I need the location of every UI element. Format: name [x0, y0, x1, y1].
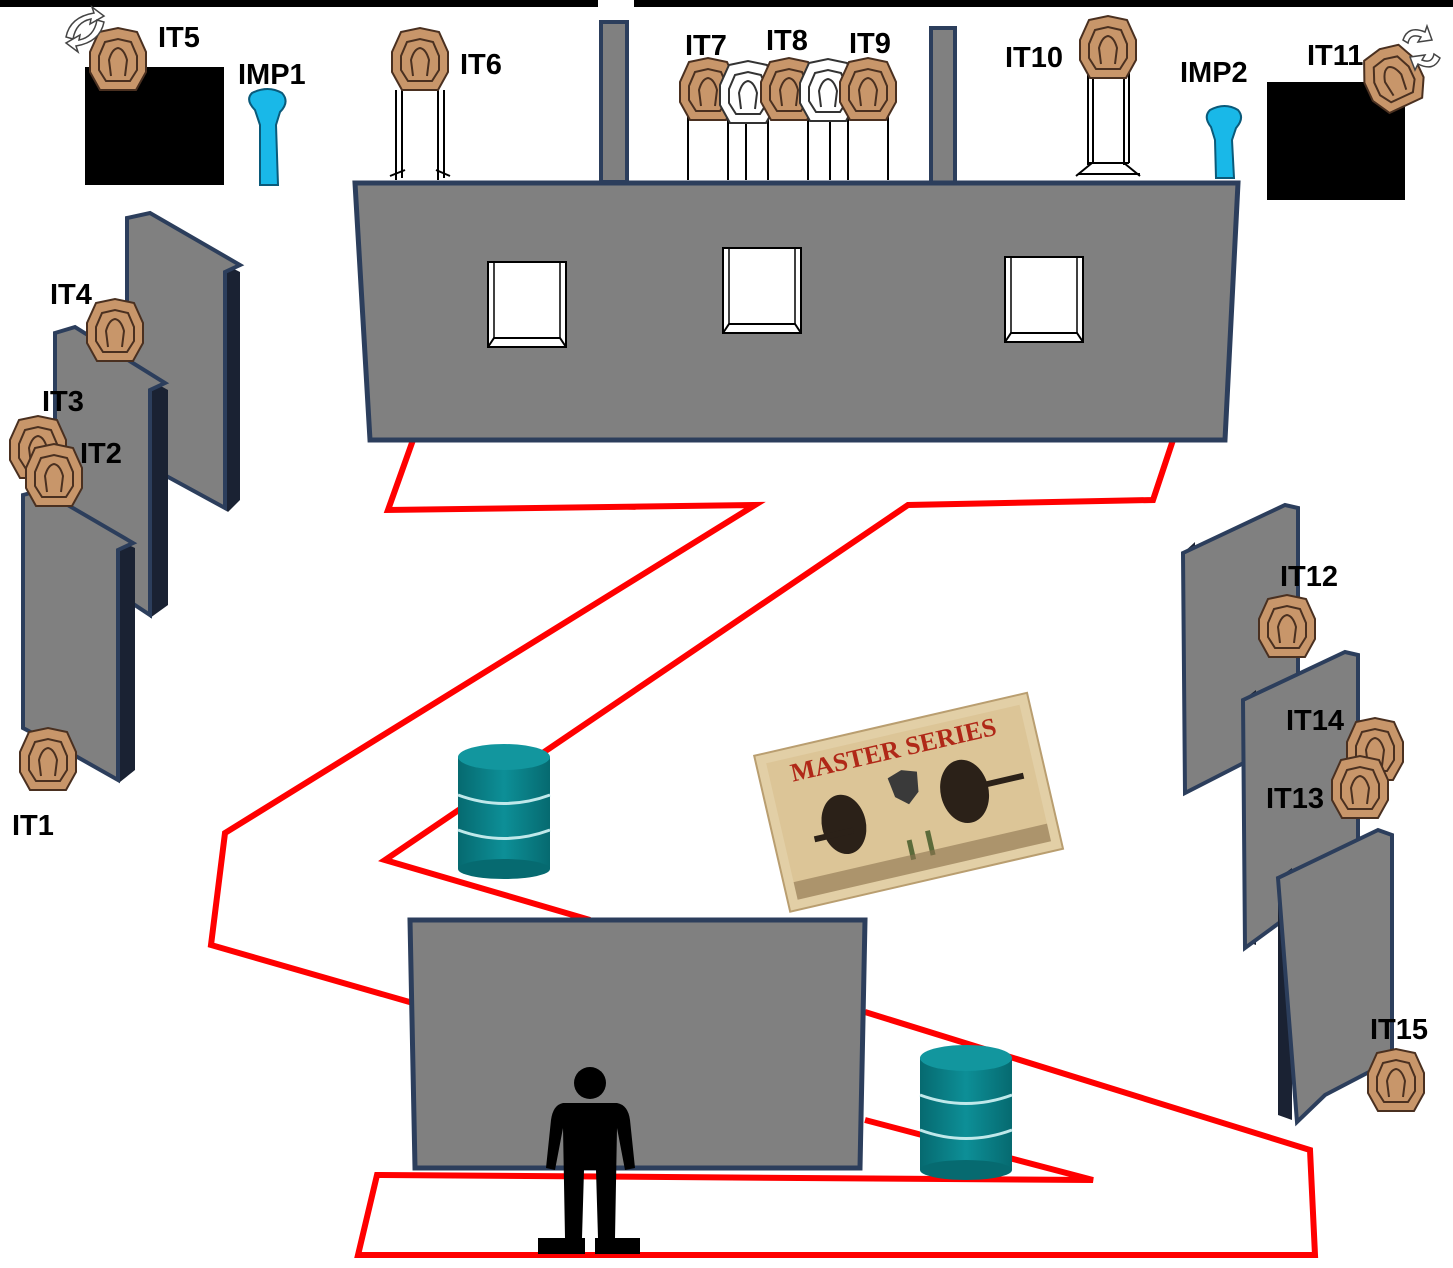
popper-icon — [1205, 105, 1242, 179]
post-left — [599, 20, 629, 184]
barrel-icon — [919, 1045, 1013, 1180]
rotate-arrows-icon — [64, 4, 106, 55]
popper-icon — [248, 88, 287, 186]
wall-window-2 — [722, 247, 802, 334]
post-right — [929, 26, 957, 185]
shooter-path — [207, 438, 766, 1006]
target-label-it8: IT8 — [766, 25, 808, 57]
octagon-target-icon — [679, 57, 897, 124]
barrel-icon — [457, 744, 551, 879]
shooter-path-upper-right — [378, 439, 1176, 923]
target-label-it9: IT9 — [849, 28, 891, 60]
target-stands-center — [687, 110, 889, 180]
target-label-it5: IT5 — [158, 22, 200, 54]
target-stand-it10 — [1075, 72, 1141, 177]
target-stand-it6 — [389, 90, 451, 180]
target-label-it3: IT3 — [42, 386, 84, 418]
wall-window-3 — [1004, 256, 1084, 343]
target-label-it10: IT10 — [1005, 42, 1063, 74]
target-label-it12: IT12 — [1280, 561, 1338, 593]
rotate-arrows-icon — [1402, 23, 1441, 72]
target-label-it14: IT14 — [1286, 705, 1344, 737]
master-series-banner: MASTER SERIES — [752, 691, 1065, 913]
shooter-path-lower-right — [354, 1009, 1319, 1258]
popper-label-imp2: IMP2 — [1180, 57, 1248, 89]
target-label-it1: IT1 — [12, 810, 54, 842]
top-border — [0, 0, 1453, 7]
wall-window-1 — [487, 261, 567, 348]
right-wall-front — [1275, 827, 1394, 1127]
top-border-gap — [598, 0, 634, 7]
target-label-it4: IT4 — [50, 279, 92, 311]
front-wall — [407, 917, 868, 1171]
shooter-icon — [538, 1067, 640, 1254]
target-label-it15: IT15 — [1370, 1014, 1428, 1046]
target-label-it6: IT6 — [460, 49, 502, 81]
target-label-it11: IT11 — [1307, 40, 1363, 72]
target-label-it7: IT7 — [685, 30, 727, 62]
target-label-it13: IT13 — [1266, 783, 1324, 815]
popper-label-imp1: IMP1 — [238, 59, 306, 91]
target-label-it2: IT2 — [80, 438, 122, 470]
